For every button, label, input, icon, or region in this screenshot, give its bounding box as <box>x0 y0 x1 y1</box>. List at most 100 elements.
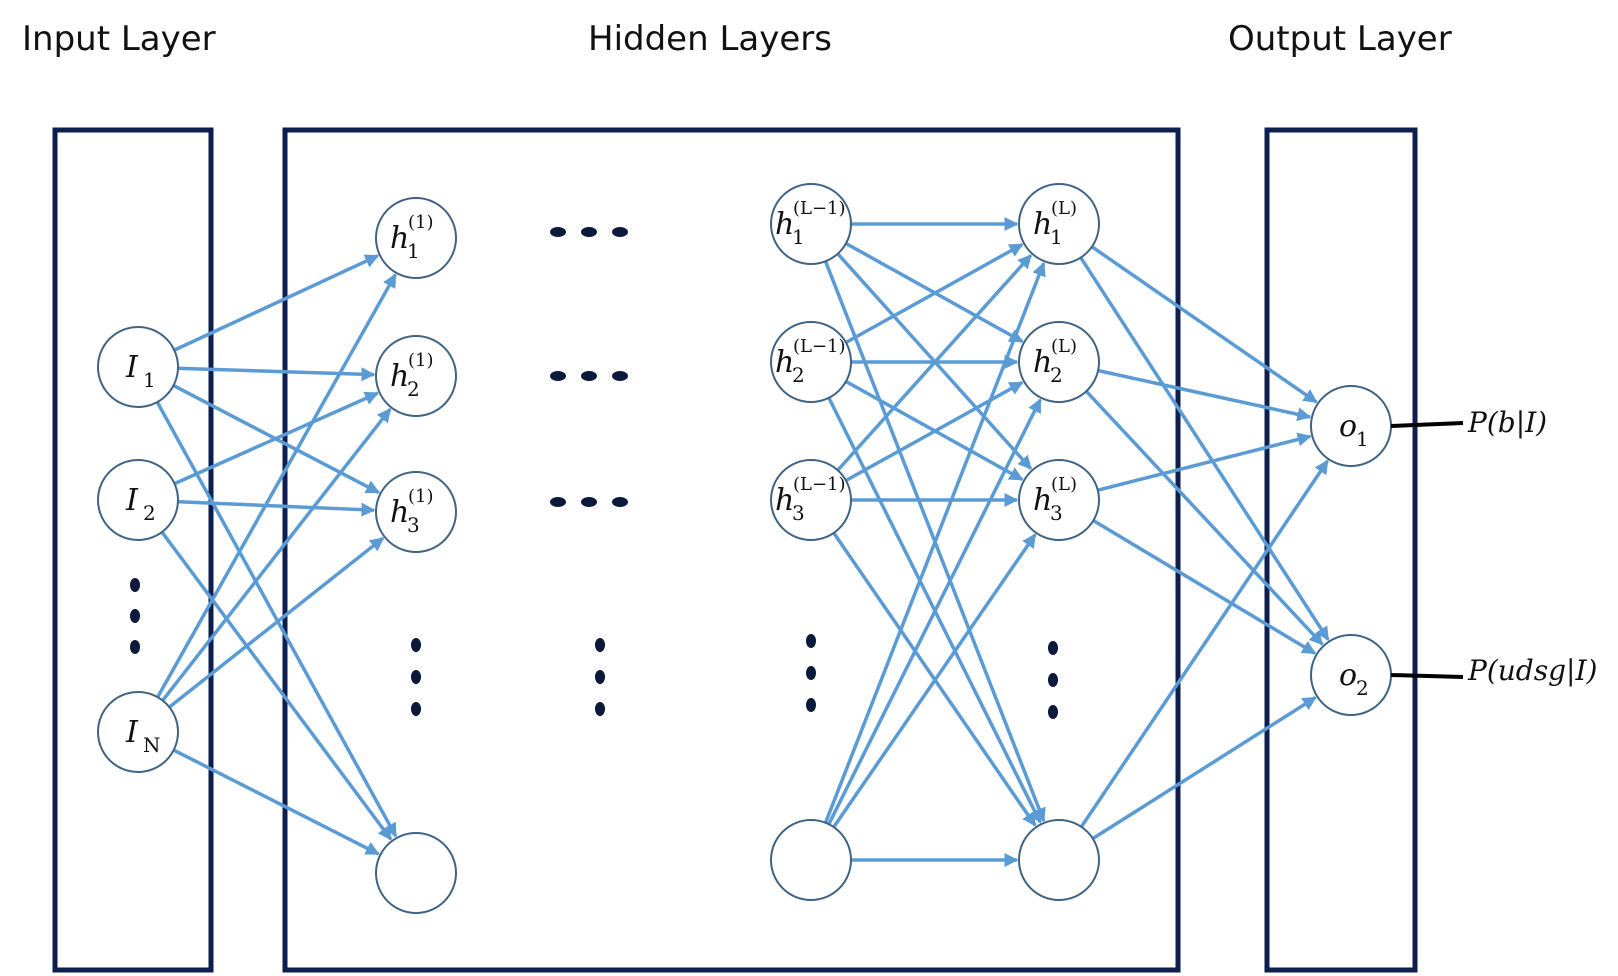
node-label: h <box>390 495 409 530</box>
node-subscript: 2 <box>792 363 805 387</box>
edge-hLb-hMa <box>843 242 1024 346</box>
node-hMc: h3 (L) <box>1018 459 1100 541</box>
node-circle <box>375 335 457 417</box>
node-subscript: 2 <box>1050 363 1063 387</box>
edge-i2-h1d <box>159 529 393 841</box>
edge-hMc-o2 <box>1090 518 1317 655</box>
node-superscript: (L−1) <box>793 474 846 495</box>
node-subscript: 2 <box>1356 676 1369 700</box>
edge-iN-h1d <box>171 747 380 856</box>
node-subscript: 3 <box>792 501 805 525</box>
node-superscript: (L−1) <box>793 336 846 357</box>
node-circle <box>97 691 179 773</box>
input-vertical-ellipsis <box>130 578 140 654</box>
prob-label-udsg: P(udsg|I) <box>1467 654 1597 687</box>
prob-label-b: P(b|I) <box>1467 406 1547 439</box>
hiddenL-vertical-ellipsis <box>1048 641 1058 719</box>
node-o2: o2 <box>1310 634 1392 716</box>
node-subscript: 1 <box>143 368 156 392</box>
node-label: o <box>1339 409 1357 444</box>
edge-iN-h1c <box>166 536 385 710</box>
node-subscript: 1 <box>407 239 420 263</box>
node-superscript: (L) <box>1051 474 1077 495</box>
node-superscript: (1) <box>408 350 434 371</box>
horizontal-ellipsis-row-1 <box>550 227 628 237</box>
node-hMa: h1(L) <box>1018 183 1100 265</box>
node-h1d <box>375 832 457 914</box>
connections <box>154 217 1330 867</box>
node-hMb: h2 (L) <box>1018 321 1100 403</box>
node-subscript: 3 <box>1050 501 1063 525</box>
edge-hMc-o1 <box>1095 432 1312 493</box>
node-circle <box>1018 459 1100 541</box>
edge-i2-h1c <box>175 499 376 517</box>
node-superscript: (L−1) <box>793 198 846 219</box>
node-circle <box>375 832 457 914</box>
node-label: h <box>1033 345 1052 380</box>
node-label: I <box>125 715 139 750</box>
node-circle <box>1018 819 1100 901</box>
node-superscript: (1) <box>408 212 434 233</box>
edge-hMb-o1 <box>1095 368 1312 422</box>
node-label: h <box>1033 483 1052 518</box>
node-circle <box>1018 321 1100 403</box>
node-hLb: h2 (L−1) <box>770 321 852 403</box>
node-hLa: h1 (L−1) <box>770 183 852 265</box>
node-label: o <box>1339 658 1357 693</box>
node-circle <box>375 197 457 279</box>
edge-iN-h1b <box>160 407 392 704</box>
node-subscript: 1 <box>1356 427 1369 451</box>
node-subscript: 2 <box>407 377 420 401</box>
edge-hLd-hMa <box>823 261 1046 826</box>
node-hLd <box>770 819 852 901</box>
node-h1c: h3 (1) <box>375 471 457 553</box>
node-label: I <box>125 350 139 385</box>
node-label: h <box>390 221 409 256</box>
output-line-o1 <box>1390 421 1464 428</box>
edge-hMd-o2 <box>1090 695 1317 842</box>
node-superscript: (L) <box>1051 198 1077 219</box>
edge-i2-h1b <box>171 391 379 487</box>
horizontal-ellipsis-row-3 <box>550 497 628 507</box>
node-circle <box>97 326 179 408</box>
output-line-o2 <box>1390 673 1464 679</box>
node-circle <box>770 321 852 403</box>
horizontal-ellipsis-row-2 <box>550 371 628 381</box>
input-layer-title: Input Layer <box>22 19 216 59</box>
node-superscript: (1) <box>408 486 434 507</box>
hidden-layers-frame <box>282 127 1181 973</box>
edge-i1-h1b <box>175 366 376 382</box>
edge-iN-h1a <box>155 273 397 700</box>
edge-hMa-o1 <box>1089 244 1318 404</box>
node-hMd <box>1018 819 1100 901</box>
node-h1a: h1 (1) <box>375 197 457 279</box>
edge-hLd-hMc <box>831 533 1037 830</box>
middle-vertical-ellipsis <box>595 638 605 716</box>
node-label: h <box>775 207 794 242</box>
node-subscript: 2 <box>143 501 156 525</box>
node-circle <box>1018 183 1100 265</box>
node-h1b: h2 (1) <box>375 335 457 417</box>
node-subscript: 1 <box>792 225 805 249</box>
edge-hMa-o2 <box>1078 254 1330 641</box>
node-o1: o1 <box>1310 385 1392 467</box>
node-subscript: 1 <box>1050 225 1063 249</box>
output-layer-frame <box>1264 127 1418 973</box>
node-label: I <box>125 483 139 518</box>
node-label: h <box>390 359 409 394</box>
edge-i1-h1d <box>154 399 398 838</box>
edge-hLc-hMa <box>835 254 1033 473</box>
node-circle <box>770 819 852 901</box>
node-circle <box>770 459 852 541</box>
edge-i1-h1a <box>171 254 380 353</box>
node-superscript: (L) <box>1051 336 1077 357</box>
node-hLc: h3(L−1) <box>770 459 852 541</box>
hiddenL1-vertical-ellipsis <box>806 634 816 712</box>
node-subscript: 3 <box>407 513 420 537</box>
node-label: h <box>775 345 794 380</box>
